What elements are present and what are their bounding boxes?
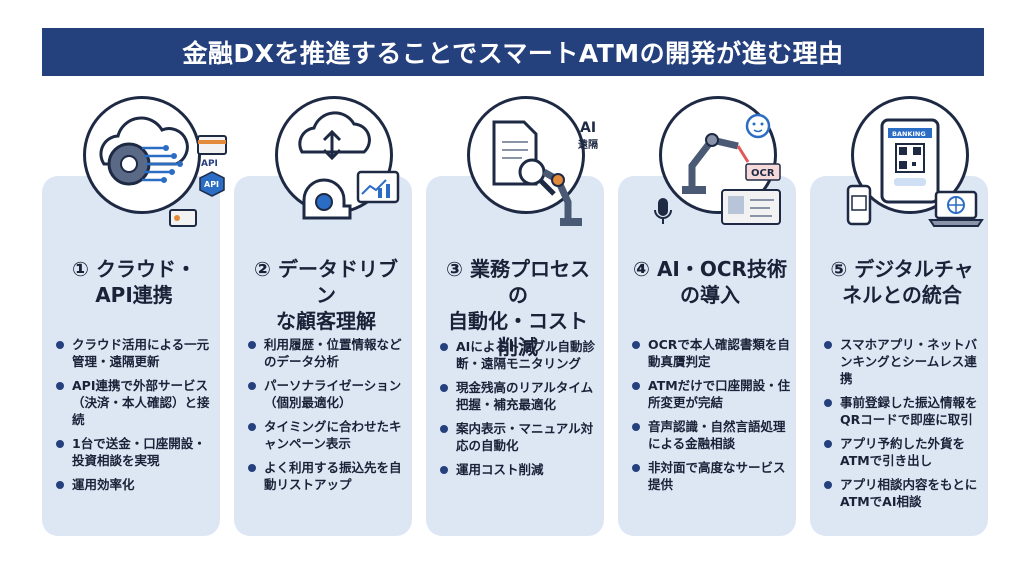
list-item: ATMだけで口座開設・住所変更が完結 — [632, 377, 794, 411]
banking-label: BANKING — [892, 130, 926, 138]
ai-label: AI — [580, 120, 596, 136]
list-item: 非対面で高度なサービス提供 — [632, 459, 794, 493]
card-digital-channel: ⑤ デジタルチャ ネルとの統合 スマホアプリ・ネットバンキングとシームレス連携 … — [810, 176, 988, 536]
list-item: 案内表示・マニュアル対応の自動化 — [440, 420, 602, 454]
card-title: ② データドリブン な顧客理解 — [254, 257, 398, 333]
card-title: ③ 業務プロセスの 自動化・コスト 削減 — [446, 257, 590, 359]
list-item: クラウド活用による一元管理・遠隔更新 — [56, 336, 218, 370]
list-item: 運用効率化 — [56, 476, 218, 493]
list-item: アプリ相談内容をもとにATMでAI相談 — [824, 476, 986, 510]
card-title: ④ AI・OCR技術 の導入 — [633, 257, 787, 307]
card-cloud-api: ① クラウド・ API連携 クラウド活用による一元管理・遠隔更新 API連携で外… — [42, 176, 220, 536]
card-ai-ocr: ④ AI・OCR技術 の導入 OCRで本人確認書類を自動真贋判定 ATMだけで口… — [618, 176, 796, 536]
api-hex-label: API — [204, 180, 219, 189]
list-item: よく利用する振込先を自動リストアップ — [248, 459, 410, 493]
remote-label: 遠隔 — [578, 138, 598, 151]
list-item: 1台で送金・口座開設・投資相談を実現 — [56, 435, 218, 469]
list-item: パーソナライゼーション（個別最適化） — [248, 377, 410, 411]
list-item: タイミングに合わせたキャンペーン表示 — [248, 418, 410, 452]
smartphone-qr-laptop-icon: BANKING — [842, 92, 992, 232]
bullet-list: スマホアプリ・ネットバンキングとシームレス連携 事前登録した振込情報をQRコード… — [824, 336, 986, 517]
list-item: 現金残高のリアルタイム把握・補充最適化 — [440, 379, 602, 413]
cloud-data-analysis-icon — [266, 92, 416, 232]
page-title-banner: 金融DXを推進することでスマートATMの開発が進む理由 — [42, 28, 984, 76]
card-automation: ③ 業務プロセスの 自動化・コスト 削減 AIによるトラブル自動診断・遠隔モニタ… — [426, 176, 604, 536]
document-robot-arm-icon: AI 遠隔 — [458, 92, 608, 232]
list-item: API連携で外部サービス（決済・本人確認）と接続 — [56, 377, 218, 428]
list-item: 事前登録した振込情報をQRコードで即座に取引 — [824, 394, 986, 428]
list-item: スマホアプリ・ネットバンキングとシームレス連携 — [824, 336, 986, 387]
ocr-label: OCR — [751, 168, 775, 179]
list-item: 利用履歴・位置情報などのデータ分析 — [248, 336, 410, 370]
bullet-list: OCRで本人確認書類を自動真贋判定 ATMだけで口座開設・住所変更が完結 音声認… — [632, 336, 794, 500]
list-item: 運用コスト削減 — [440, 461, 602, 478]
bullet-list: クラウド活用による一元管理・遠隔更新 API連携で外部サービス（決済・本人確認）… — [56, 336, 218, 500]
cloud-gear-api-icon: API API — [74, 92, 227, 232]
bullet-list: 利用履歴・位置情報などのデータ分析 パーソナライゼーション（個別最適化） タイミ… — [248, 336, 410, 500]
api-label: API — [201, 159, 218, 169]
page-title: 金融DXを推進することでスマートATMの開発が進む理由 — [182, 39, 844, 68]
card-title: ⑤ デジタルチャ ネルとの統合 — [830, 257, 974, 307]
list-item: OCRで本人確認書類を自動真贋判定 — [632, 336, 794, 370]
card-data-driven: ② データドリブン な顧客理解 利用履歴・位置情報などのデータ分析 パーソナライ… — [234, 176, 412, 536]
card-title: ① クラウド・ API連携 — [72, 257, 196, 307]
list-item: アプリ予約した外貨をATMで引き出し — [824, 435, 986, 469]
list-item: 音声認識・自然言語処理による金融相談 — [632, 418, 794, 452]
robot-arm-id-card-icon: OCR — [650, 92, 800, 232]
list-item: AIによるトラブル自動診断・遠隔モニタリング — [440, 338, 602, 372]
bullet-list: AIによるトラブル自動診断・遠隔モニタリング 現金残高のリアルタイム把握・補充最… — [440, 338, 602, 485]
